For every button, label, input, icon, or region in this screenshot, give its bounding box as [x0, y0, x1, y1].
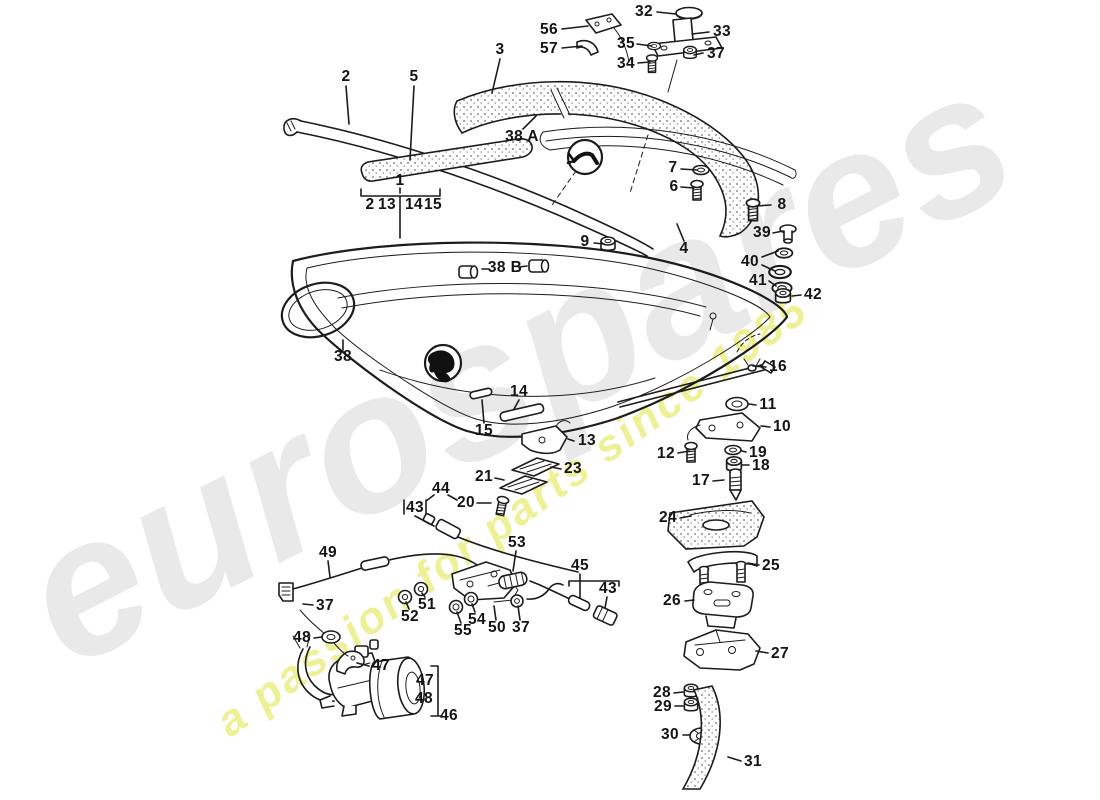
part-label-19: 19 [748, 444, 768, 461]
part-10-hinge-bracket [687, 412, 761, 442]
part-label-48: 48 [292, 629, 312, 646]
part-label-48: 48 [414, 690, 434, 707]
part-32-37-mount-cluster [645, 6, 723, 93]
part-17-bolt [729, 468, 742, 501]
part-56-57-clips [576, 13, 630, 63]
part-label-15: 15 [474, 422, 494, 439]
part-label-10: 10 [772, 418, 792, 435]
part-label-47: 47 [415, 672, 435, 689]
part-label-38a: 38 A [505, 128, 539, 145]
part-label-30: 30 [660, 726, 680, 743]
part-label-35: 35 [616, 35, 636, 52]
part-label-14: 14 [404, 196, 424, 213]
part-label-6: 6 [669, 178, 679, 195]
part-label-8: 8 [777, 196, 787, 213]
part-24-buffer [667, 500, 765, 550]
part-label-7: 7 [668, 159, 678, 176]
part-label-5: 5 [409, 68, 419, 85]
part-label-46: 46 [439, 707, 459, 724]
part-label-18: 18 [751, 457, 771, 474]
part-label-54: 54 [467, 611, 487, 628]
part-label-57: 57 [539, 40, 559, 57]
part-47-clamp [335, 650, 365, 675]
part-label-12: 12 [656, 445, 676, 462]
part-label-17: 17 [691, 472, 711, 489]
part-31-hose [681, 685, 721, 790]
part-label-56: 56 [539, 21, 559, 38]
part-label-21: 21 [474, 468, 494, 485]
part-26-striker-plate [692, 581, 754, 629]
part-label-50: 50 [487, 619, 507, 636]
part-label-2: 2 [365, 196, 375, 213]
part-label-15: 15 [423, 196, 443, 213]
part-label-38: 38 [333, 348, 353, 365]
part-label-2: 2 [341, 68, 351, 85]
part-label-39: 39 [752, 224, 772, 241]
part-label-9: 9 [580, 233, 590, 250]
part-label-1: 1 [395, 172, 405, 189]
part-label-14: 14 [509, 383, 529, 400]
part-label-13: 13 [577, 432, 597, 449]
part-label-49: 49 [318, 544, 338, 561]
part-38b-clips [458, 259, 550, 279]
part-54-55-nuts [448, 591, 479, 615]
part-5-seal-segment [360, 138, 533, 182]
part-label-23: 23 [563, 460, 583, 477]
part-11-grommet [725, 396, 749, 412]
part-label-52: 52 [400, 608, 420, 625]
part-27-lock-bracket [683, 629, 761, 671]
part-label-24: 24 [658, 509, 678, 526]
part-label-37: 37 [511, 619, 531, 636]
part-2-trim-strip [283, 118, 654, 257]
leader-lines [302, 11, 802, 762]
part-label-43: 43 [405, 499, 425, 516]
crest-icon [423, 343, 463, 383]
part-label-31: 31 [743, 753, 763, 770]
part-51-52-washers [397, 581, 429, 605]
part-label-26: 26 [662, 592, 682, 609]
part-14-15-pins [469, 387, 545, 422]
part-label-47: 47 [371, 657, 391, 674]
part-45-43-cable [529, 580, 618, 626]
part-label-45: 45 [570, 557, 590, 574]
part-label-44: 44 [431, 480, 451, 497]
part-label-29: 29 [653, 698, 673, 715]
part-label-37: 37 [315, 597, 335, 614]
part-label-51: 51 [417, 596, 437, 613]
part-53-spring [498, 571, 528, 590]
part-label-34: 34 [616, 55, 636, 72]
part-label-20: 20 [456, 494, 476, 511]
part-label-37: 37 [706, 45, 726, 62]
part-rear-lid-outline [290, 241, 789, 438]
part-label-40: 40 [740, 253, 760, 270]
part-21-23-shims [499, 457, 560, 495]
assembly-tool-icon [551, 138, 604, 206]
part-spoiler-seal-3-4 [453, 80, 760, 238]
part-label-53: 53 [507, 534, 527, 551]
part-label-33: 33 [712, 23, 732, 40]
part-label-11: 11 [759, 396, 777, 413]
part-label-3: 3 [495, 41, 505, 58]
part-label-13: 13 [377, 196, 397, 213]
part-label-25: 25 [761, 557, 781, 574]
part-label-28: 28 [652, 684, 672, 701]
part-13-latch [521, 420, 571, 455]
part-label-27: 27 [770, 645, 790, 662]
part-label-55: 55 [453, 622, 473, 639]
part-label-38b: 38 B [487, 259, 523, 276]
part-label-42: 42 [803, 286, 823, 303]
part-label-16: 16 [768, 358, 788, 375]
part-label-41: 41 [748, 272, 768, 289]
part-39-42-fastener-stack [768, 224, 797, 304]
part-label-43: 43 [598, 580, 618, 597]
part-label-4: 4 [679, 240, 689, 257]
part-38-loop-seal [280, 281, 356, 339]
part-16-strut-rod [617, 333, 776, 408]
part-label-32: 32 [634, 3, 654, 20]
